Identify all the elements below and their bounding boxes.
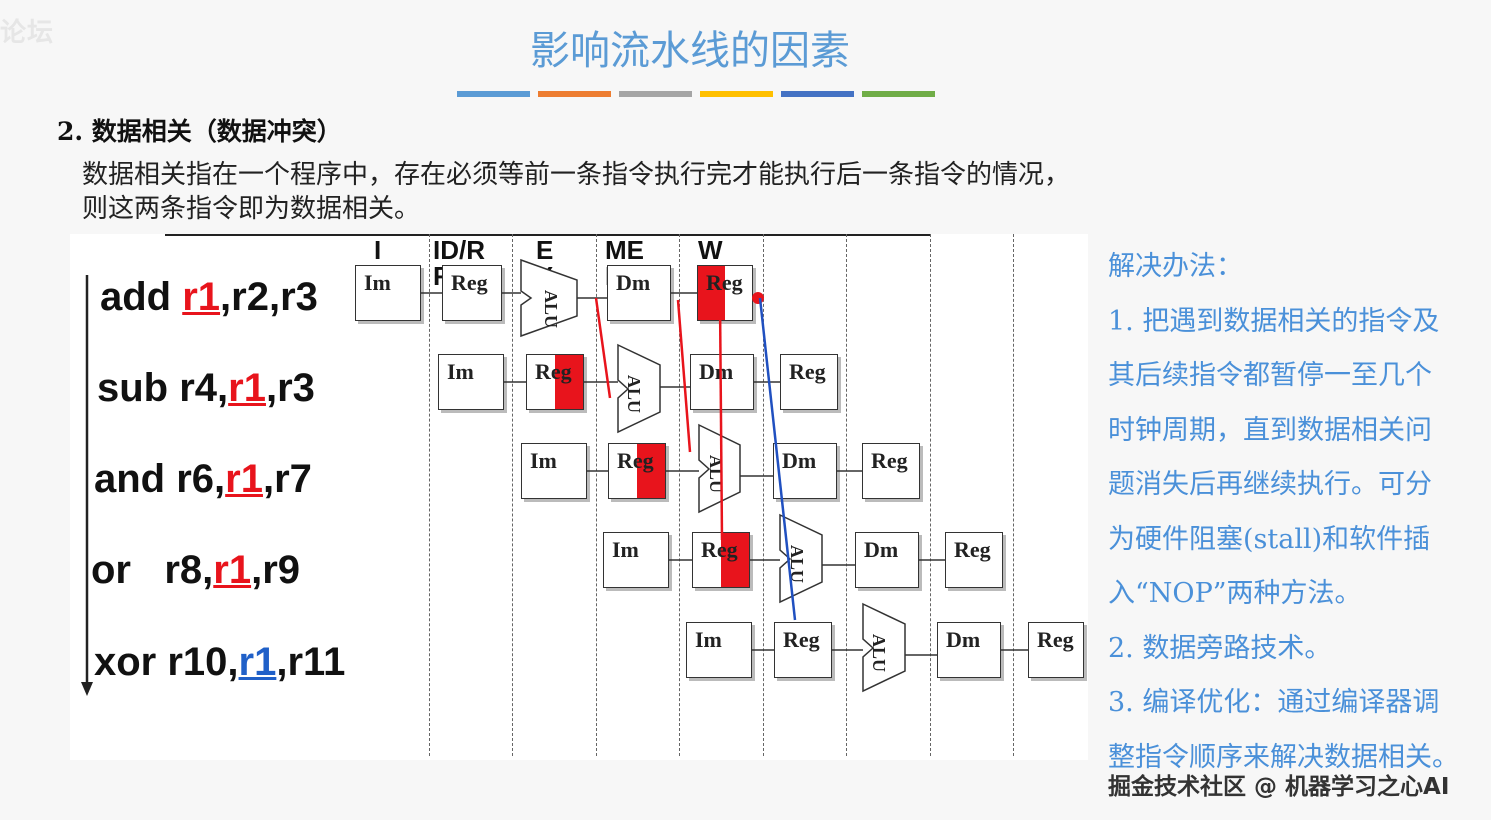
slide-title: 影响流水线的因素	[530, 28, 850, 74]
reg-box: Reg	[780, 354, 838, 410]
solution-line: 题消失后再继续执行。可分	[1108, 469, 1432, 500]
reg-box-read: Reg	[692, 532, 750, 588]
cycle-divider	[429, 234, 430, 756]
dm-box: Dm	[607, 265, 671, 321]
instruction-op: sub r4,	[97, 366, 229, 410]
hazard-line	[594, 297, 612, 399]
instruction-sub: sub r4,r1,r3	[97, 366, 315, 411]
reg-box-read: Reg	[526, 354, 584, 410]
im-box: Im	[686, 622, 752, 678]
reg-box: Reg	[442, 265, 502, 321]
alu-label: ALU	[706, 455, 726, 493]
alu-shape	[617, 343, 661, 434]
hazard-dot	[752, 292, 764, 304]
watermark-logo: 论坛	[0, 18, 55, 48]
instruction-or: or r8,r1,r9	[91, 548, 300, 593]
reg-box-read: Reg	[608, 443, 666, 499]
accent-bar	[538, 91, 611, 97]
cycle-divider	[596, 234, 597, 756]
instruction-reg-r1: r1	[228, 366, 266, 410]
description-line-1: 数据相关指在一个程序中，存在必须等前一条指令执行完才能执行后一条指令的情况，	[82, 160, 1071, 190]
reg-box: Reg	[774, 622, 832, 678]
accent-bars	[457, 91, 935, 97]
solution-line: 3. 编译优化：通过编译器调	[1108, 687, 1440, 718]
alu-shape	[520, 258, 578, 338]
im-box: Im	[521, 443, 587, 499]
cycle-divider	[1013, 234, 1014, 756]
instruction-add: add r1,r2,r3	[100, 275, 318, 320]
accent-bar	[619, 91, 692, 97]
instruction-reg-r1: r1	[238, 640, 277, 684]
solution-line: 1. 把遇到数据相关的指令及	[1108, 305, 1440, 337]
hazard-line	[676, 299, 692, 453]
stage-label-text: E	[536, 235, 554, 265]
solution-line: 2. 数据旁路技术。	[1108, 632, 1332, 664]
instruction-rest: ,r7	[262, 457, 312, 501]
dm-box: Dm	[855, 532, 919, 588]
reg-box: Reg	[862, 443, 920, 499]
description: 数据相关指在一个程序中，存在必须等前一条指令执行完才能执行后一条指令的情况， 则…	[82, 158, 1282, 226]
instruction-reg-r1: r1	[225, 457, 263, 501]
accent-bar	[781, 91, 854, 97]
alu-label: ALU	[541, 290, 561, 328]
instruction-reg-r1: r1	[213, 548, 252, 592]
stage-label-text: ME	[605, 235, 644, 265]
alu-shape	[862, 602, 906, 693]
forward-line	[758, 297, 797, 621]
instruction-rest: ,r3	[265, 366, 315, 410]
im-box: Im	[603, 532, 669, 588]
footer-watermark: 掘金技术社区 @ 机器学习之心AI	[1108, 774, 1450, 800]
instruction-and: and r6,r1,r7	[94, 457, 312, 502]
instruction-op: add	[100, 275, 183, 319]
instruction-rest: ,r11	[276, 640, 346, 684]
accent-bar	[700, 91, 773, 97]
instruction-rest: ,r2,r3	[220, 275, 318, 319]
cycle-divider	[763, 234, 764, 756]
accent-bar	[862, 91, 935, 97]
cycle-divider	[846, 234, 847, 756]
alu-label: ALU	[624, 375, 644, 413]
stage-label-text: W	[698, 235, 723, 265]
solution-title: 解决办法：	[1108, 251, 1243, 282]
solution-line: 入“NOP”两种方法。	[1108, 578, 1362, 609]
dm-box: Dm	[937, 622, 1001, 678]
solution-line: 时钟周期，直到数据相关问	[1108, 414, 1432, 446]
instruction-op: and r6,	[94, 457, 226, 501]
diagram-lines	[81, 234, 930, 696]
instruction-op: xor r10,	[94, 640, 239, 684]
dm-box: Dm	[773, 443, 837, 499]
instruction-reg-r1: r1	[182, 275, 221, 319]
instruction-rest: ,r9	[251, 548, 301, 592]
reg-box: Reg	[945, 532, 1003, 588]
instruction-xor: xor r10,r1,r11	[94, 640, 345, 685]
cycle-divider	[512, 234, 513, 756]
cycle-divider	[930, 234, 931, 756]
alu-shape	[698, 423, 741, 514]
reg-box: Reg	[1028, 622, 1084, 678]
reg-box-write: Reg	[697, 265, 753, 321]
description-line-2: 则这两条指令即为数据相关。	[82, 194, 421, 224]
hazard-line	[718, 299, 724, 541]
im-box: Im	[355, 265, 421, 321]
stage-label-text: I	[374, 235, 382, 265]
solution-line: 其后续指令都暂停一至几个	[1108, 360, 1432, 391]
solution-line: 为硬件阻塞(stall)和软件插	[1108, 523, 1431, 555]
alu-label: ALU	[869, 634, 889, 672]
accent-bar	[457, 91, 530, 97]
instruction-op: or r8,	[91, 548, 214, 592]
solution-panel: 解决办法： 1. 把遇到数据相关的指令及 其后续指令都暂停一至几个 时钟周期，直…	[1108, 240, 1488, 785]
stage-label-text: ID/R	[433, 235, 485, 265]
cycle-divider	[679, 234, 680, 756]
section-heading: 2. 数据相关（数据冲突）	[57, 117, 342, 146]
solution-line: 整指令顺序来解决数据相关。	[1108, 741, 1459, 773]
alu-label: ALU	[787, 545, 807, 583]
im-box: Im	[438, 354, 504, 410]
